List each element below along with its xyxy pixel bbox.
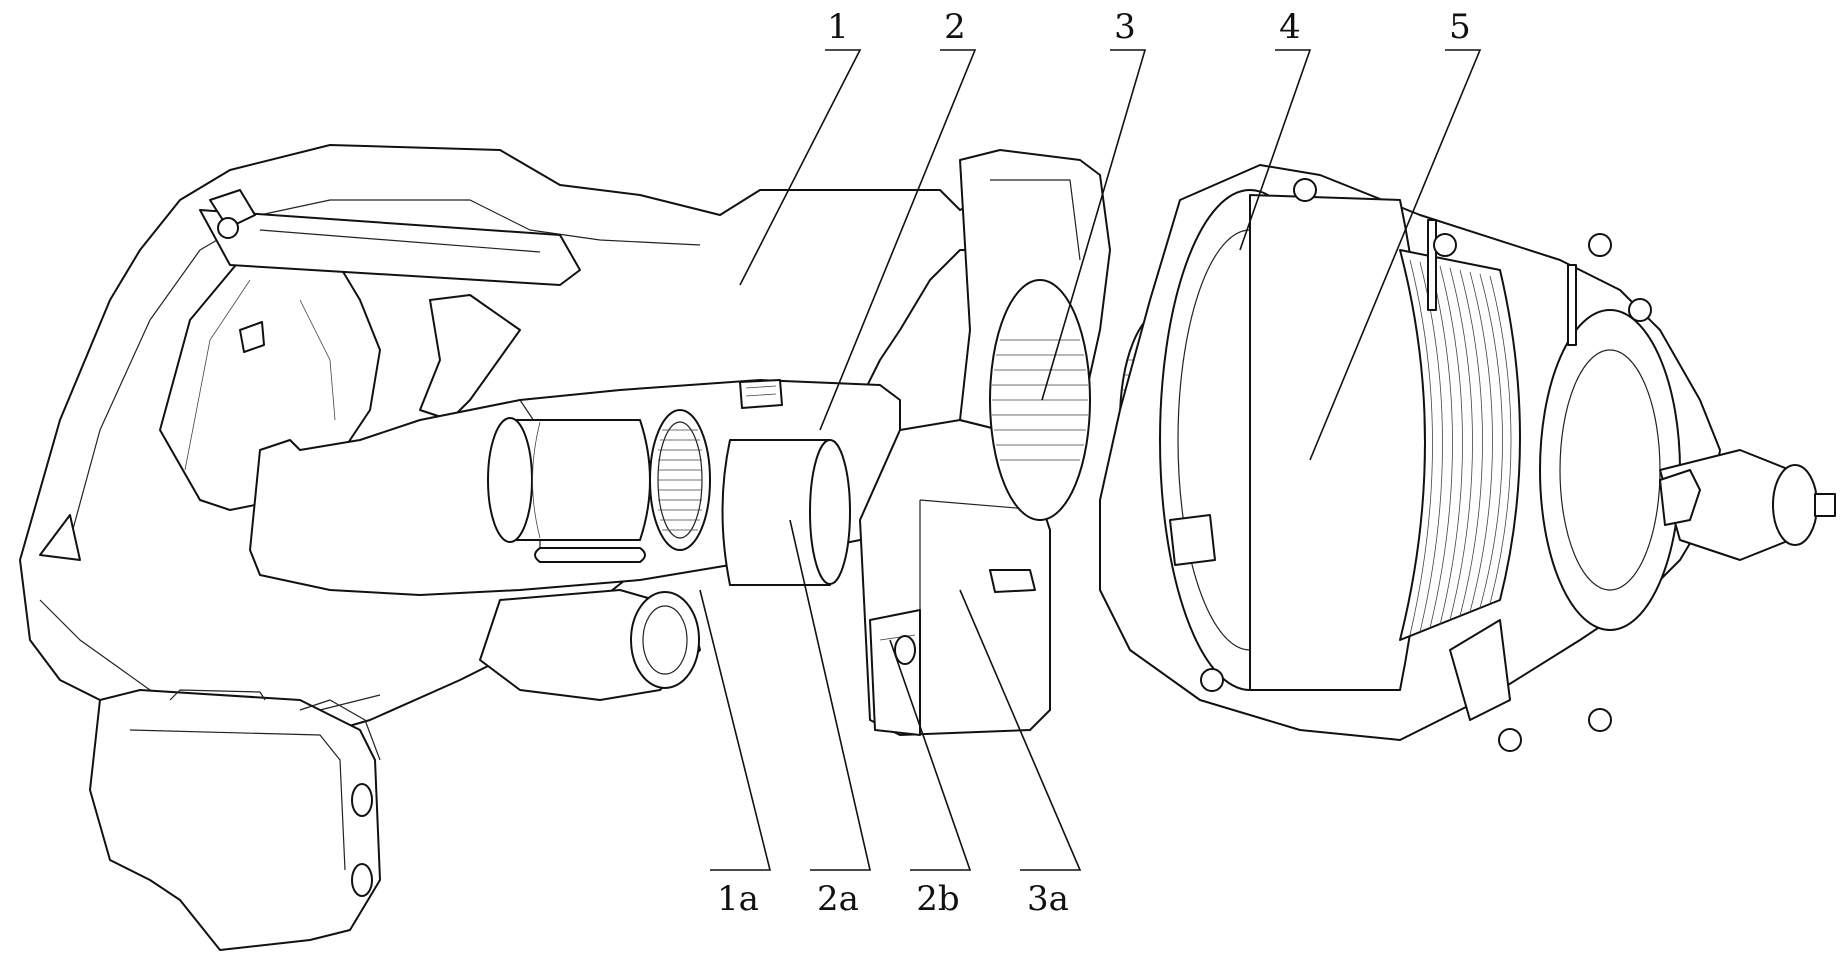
spur-gear-large (990, 280, 1090, 520)
callout-2b: 2b (916, 879, 959, 919)
motor-assembly (1100, 165, 1835, 751)
callout-4: 4 (1279, 7, 1301, 47)
callout-3a: 3a (1027, 879, 1069, 919)
callout-2: 2 (944, 7, 966, 47)
callout-1a: 1a (717, 879, 759, 919)
callout-2a: 2a (817, 879, 859, 919)
callout-5: 5 (1449, 7, 1471, 47)
callout-3: 3 (1114, 7, 1136, 47)
knurled-ring (650, 410, 710, 550)
callout-1: 1 (827, 7, 849, 47)
